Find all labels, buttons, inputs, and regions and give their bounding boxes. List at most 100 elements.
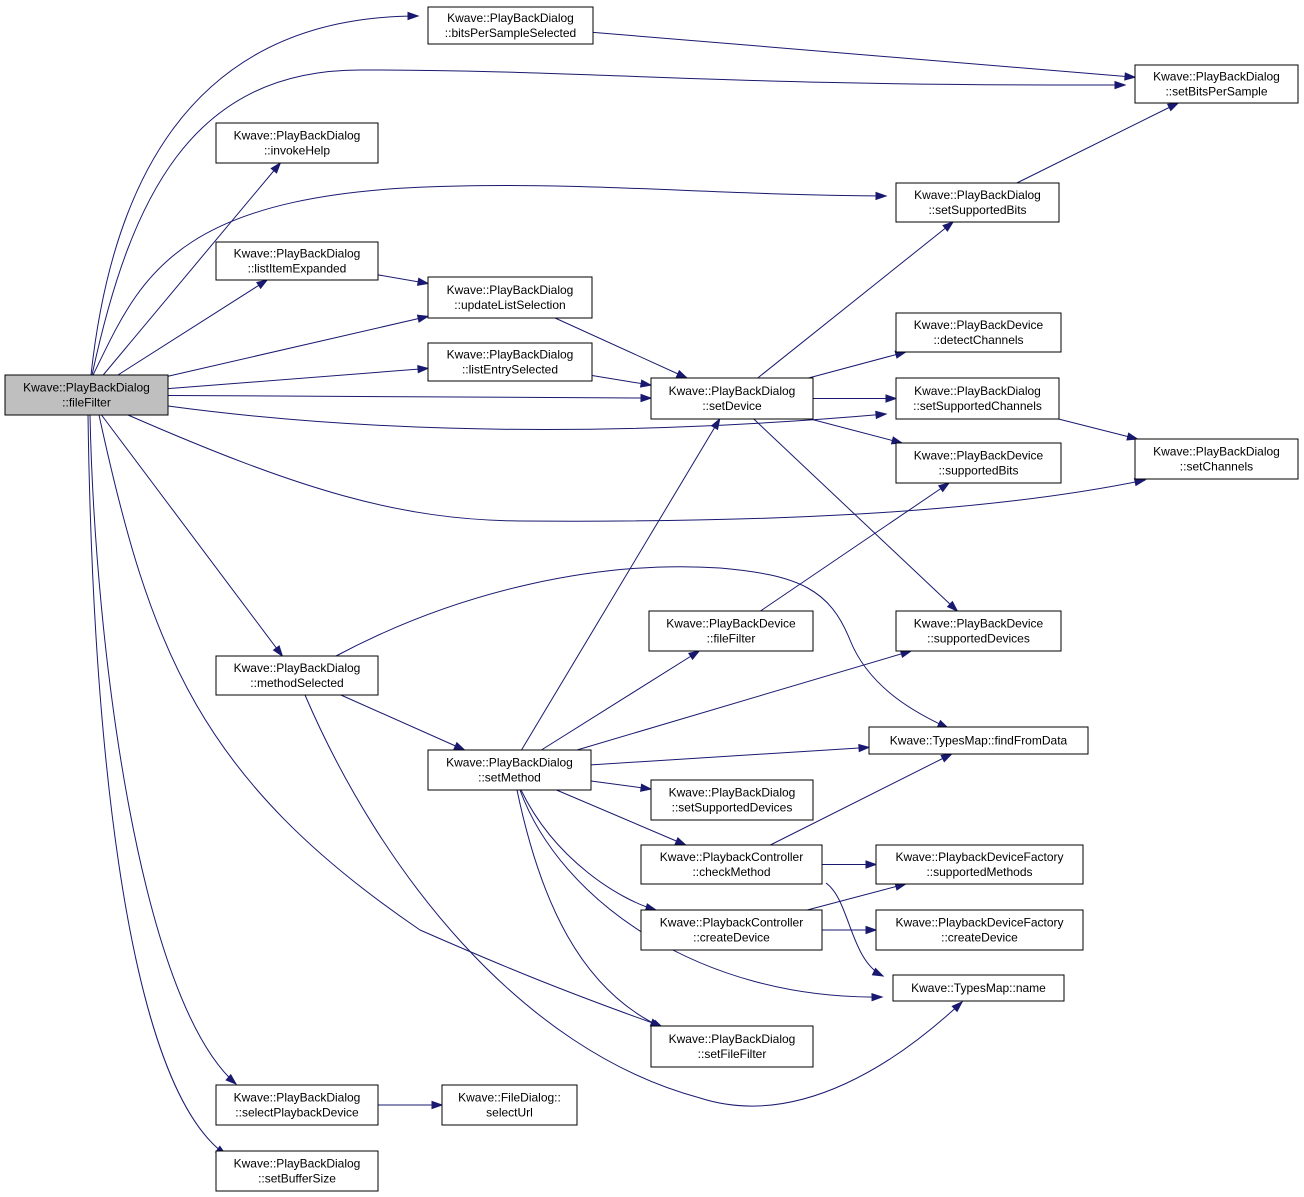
edge-setDevice-to-detectChannels xyxy=(808,350,908,379)
node-label: Kwave::PlayBackDialog xyxy=(234,247,361,261)
node-label: ::supportedDevices xyxy=(927,632,1030,646)
node-label: ::setChannels xyxy=(1180,460,1253,474)
arrowhead-icon xyxy=(688,650,701,661)
edge-root-to-invokeHelp xyxy=(102,161,282,376)
arrowhead-icon xyxy=(940,753,953,763)
node-label: Kwave::PlayBackDialog xyxy=(669,1032,796,1046)
node-label: Kwave::PlayBackDevice xyxy=(914,449,1044,463)
node-ctrlCreateDevice[interactable]: Kwave::PlaybackController::createDevice xyxy=(640,909,823,951)
node-label: ::fileFilter xyxy=(62,396,111,410)
node-label: Kwave::PlayBackDialog xyxy=(1153,445,1280,459)
node-label: Kwave::PlayBackDialog xyxy=(234,129,361,143)
node-methodSelected[interactable]: Kwave::PlayBackDialog::methodSelected xyxy=(215,655,379,696)
node-supportedDevices[interactable]: Kwave::PlayBackDevice::supportedDevices xyxy=(895,610,1062,652)
edge-setMethod-to-findFromData xyxy=(590,743,871,766)
edge-listEntrySelected-to-setDevice xyxy=(591,374,653,388)
arrowhead-icon xyxy=(858,743,871,753)
node-setSupportedChannels[interactable]: Kwave::PlayBackDialog::setSupportedChann… xyxy=(895,377,1060,420)
arrowhead-icon xyxy=(675,369,689,379)
edge-setMethod-to-setSupportedDevices xyxy=(590,780,653,792)
call-nodes: Kwave::PlayBackDialog::fileFilterKwave::… xyxy=(4,6,1299,1192)
node-typesMapName[interactable]: Kwave::TypesMap::name xyxy=(892,974,1065,1002)
edge-setDevice-to-supportedBits xyxy=(810,418,904,445)
node-setBufferSize[interactable]: Kwave::PlayBackDialog::setBufferSize xyxy=(215,1150,379,1192)
node-label: ::fileFilter xyxy=(707,632,756,646)
arrowhead-icon xyxy=(431,1100,444,1110)
node-bitsPerSampleSelected[interactable]: Kwave::PlayBackDialog::bitsPerSampleSele… xyxy=(427,6,594,45)
node-label: ::supportedMethods xyxy=(926,865,1032,879)
node-label: Kwave::PlayBackDialog xyxy=(446,756,573,770)
edge-setMethod-to-ctrlCreateDevice xyxy=(520,789,658,912)
node-label: ::setSupportedBits xyxy=(928,203,1026,217)
arrowhead-icon xyxy=(453,741,466,751)
node-updateListSelection[interactable]: Kwave::PlayBackDialog::updateListSelecti… xyxy=(427,276,593,319)
arrowhead-icon xyxy=(416,314,430,323)
node-label: Kwave::PlayBackDialog xyxy=(234,1157,361,1171)
node-selectUrl[interactable]: Kwave::FileDialog::selectUrl xyxy=(441,1084,578,1126)
node-label: Kwave::TypesMap::findFromData xyxy=(890,734,1068,748)
arrowhead-icon xyxy=(270,161,282,174)
arrowhead-icon xyxy=(1166,102,1180,112)
node-label: ::listEntrySelected xyxy=(462,363,558,377)
node-label: ::selectPlaybackDevice xyxy=(235,1106,359,1120)
edge-root-to-setSupportedChannels xyxy=(167,405,888,430)
node-findFromData[interactable]: Kwave::TypesMap::findFromData xyxy=(868,726,1089,755)
node-label: Kwave::TypesMap::name xyxy=(911,981,1046,995)
node-label: Kwave::PlaybackController xyxy=(660,916,803,930)
node-selectPlaybackDevice[interactable]: Kwave::PlayBackDialog::selectPlaybackDev… xyxy=(215,1084,379,1126)
node-label: Kwave::PlayBackDevice xyxy=(914,617,1044,631)
edge-root-to-selectPlaybackDevice xyxy=(89,414,238,1085)
node-label: ::setFileFilter xyxy=(698,1047,767,1061)
arrowhead-icon xyxy=(417,365,430,374)
arrowhead-icon xyxy=(885,394,898,403)
node-deviceFileFilter[interactable]: Kwave::PlayBackDevice::fileFilter xyxy=(648,610,814,652)
node-listEntrySelected[interactable]: Kwave::PlayBackDialog::listEntrySelected xyxy=(427,342,593,382)
node-setBitsPerSample[interactable]: Kwave::PlayBackDialog::setBitsPerSample xyxy=(1134,64,1299,104)
node-factoryCreateDevice[interactable]: Kwave::PlaybackDeviceFactory::createDevi… xyxy=(875,909,1084,951)
edge-checkMethod-to-findFromData xyxy=(770,753,953,846)
edge-deviceFileFilter-to-supportedBits xyxy=(760,482,951,612)
node-listItemExpanded[interactable]: Kwave::PlayBackDialog::listItemExpanded xyxy=(215,241,379,281)
arrowhead-icon xyxy=(225,1073,238,1085)
edge-root-to-setDevice xyxy=(167,393,653,403)
edge-methodSelected-to-typesMapName xyxy=(304,694,964,1107)
edge-setDevice-to-setSupportedBits xyxy=(757,221,955,379)
edge-root-to-bitsPerSampleSelected xyxy=(90,11,420,376)
arrowhead-icon xyxy=(865,860,878,869)
edge-listItemExpanded-to-updateListSelection xyxy=(377,274,430,286)
node-setDevice[interactable]: Kwave::PlayBackDialog::setDevice xyxy=(650,377,814,420)
node-setSupportedDevices[interactable]: Kwave::PlayBackDialog::setSupportedDevic… xyxy=(650,779,814,821)
arrowhead-icon xyxy=(640,393,653,403)
arrowhead-icon xyxy=(710,417,721,431)
edge-setMethod-to-deviceFileFilter xyxy=(541,650,701,751)
node-label: selectUrl xyxy=(486,1106,533,1120)
node-root[interactable]: Kwave::PlayBackDialog::fileFilter xyxy=(4,374,169,416)
node-invokeHelp[interactable]: Kwave::PlayBackDialog::invokeHelp xyxy=(215,122,379,164)
node-setSupportedBits[interactable]: Kwave::PlayBackDialog::setSupportedBits xyxy=(895,182,1060,223)
node-setFileFilter[interactable]: Kwave::PlayBackDialog::setFileFilter xyxy=(650,1025,814,1068)
node-supportedBits[interactable]: Kwave::PlayBackDevice::supportedBits xyxy=(895,442,1062,484)
arrowhead-icon xyxy=(256,279,269,290)
call-edges xyxy=(87,11,1180,1156)
edge-setMethod-to-supportedDevices xyxy=(576,649,913,751)
node-label: ::setBufferSize xyxy=(258,1172,336,1186)
node-detectChannels[interactable]: Kwave::PlayBackDevice::detectChannels xyxy=(895,312,1062,353)
node-label: ::setBitsPerSample xyxy=(1165,85,1267,99)
node-setChannels[interactable]: Kwave::PlayBackDialog::setChannels xyxy=(1134,438,1299,480)
edge-selectPlaybackDevice-to-selectUrl xyxy=(378,1100,444,1110)
edge-setSupportedBits-to-setBitsPerSample xyxy=(1016,102,1180,184)
arrowhead-icon xyxy=(639,379,653,388)
edge-setMethod-to-typesMapName xyxy=(519,789,884,1002)
arrowhead-icon xyxy=(1126,432,1139,441)
edge-bitsPerSampleSelected-to-setBitsPerSample xyxy=(592,31,1137,81)
arrowhead-icon xyxy=(871,967,885,977)
node-setMethod[interactable]: Kwave::PlayBackDialog::setMethod xyxy=(427,749,592,791)
node-label: Kwave::PlaybackDeviceFactory xyxy=(895,916,1063,930)
node-label: ::setMethod xyxy=(478,771,541,785)
node-label: ::createDevice xyxy=(693,931,770,945)
node-supportedMethods[interactable]: Kwave::PlaybackDeviceFactory::supportedM… xyxy=(875,844,1084,885)
node-label: Kwave::PlayBackDialog xyxy=(914,188,1041,202)
edge-ctrlCreateDevice-to-factoryCreateDevice xyxy=(822,925,878,935)
node-label: Kwave::PlayBackDevice xyxy=(914,318,1044,332)
node-checkMethod[interactable]: Kwave::PlaybackController::checkMethod xyxy=(640,844,823,885)
